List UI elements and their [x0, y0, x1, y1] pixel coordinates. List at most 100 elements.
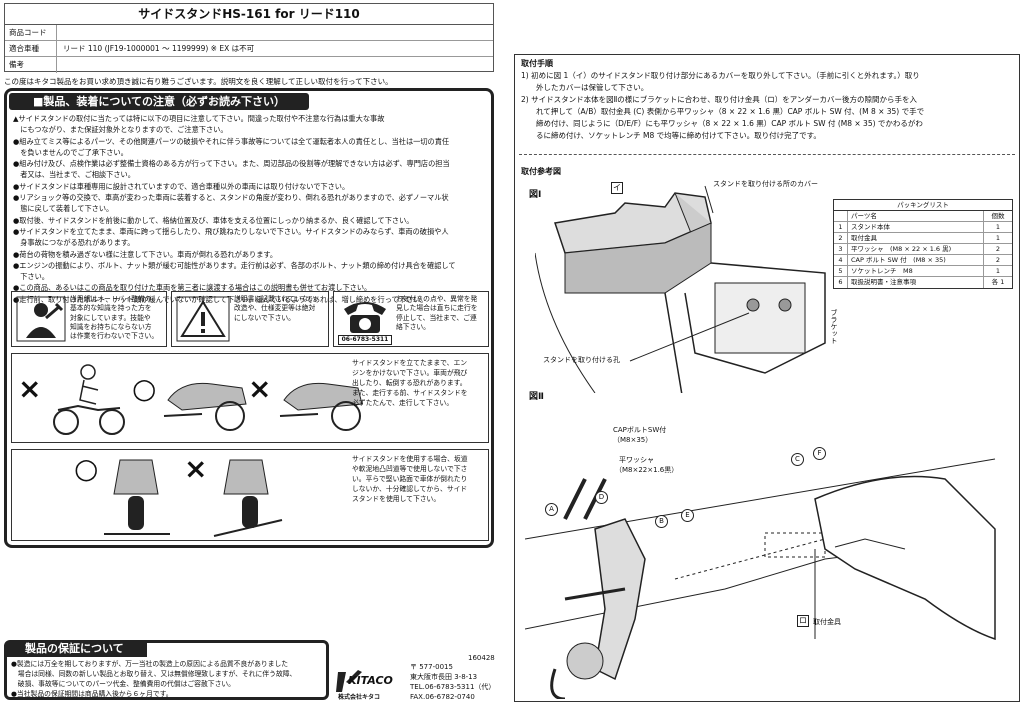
header-row-model: 適合車種 リード 110 (JF19-1000001 ～ 1199999) ※ …: [5, 41, 493, 57]
warning-line: い。平らで堅い路面で車体が倒れたり: [352, 475, 468, 483]
packing-list: パッキングリスト パーツ名 個数 1 スタンド本体 1 2 取付金具 1 3 平…: [833, 199, 1013, 289]
caution-line: にもつながり、また保証対象外となりますので、ご注意下さい。: [13, 125, 228, 135]
label-d: D: [595, 491, 608, 504]
notice-line: お気付きの点や、異常を発: [396, 295, 478, 303]
caution-line: ●走行前、取り付けたボルト、ナット類が緩んでいないか確認して下さい。緩んでいるよ…: [13, 294, 428, 304]
kitaco-logo-icon: [336, 670, 362, 692]
scooter-illustration: [279, 382, 363, 431]
header-key: 商品コード: [5, 25, 57, 40]
bolt-label: CAPボルトSW付: [613, 426, 667, 434]
packing-title: パッキングリスト: [834, 200, 1012, 211]
warranty-heading: 製品の保証について: [7, 641, 147, 657]
packing-row: 3 平ワッシャ (M8 × 22 × 1.6 黒) 2: [834, 244, 1012, 255]
mechanic-icon: [16, 296, 66, 342]
ng-mark: ×: [184, 452, 208, 485]
label-i-box: イ: [611, 182, 623, 194]
kitaco-logo: KITACO 株式会社キタコ: [336, 666, 406, 702]
notice-line: 停止して、当社まで、ご連: [396, 313, 477, 322]
caution-line: ●エンジンの振動により、ボルト、ナット類が緩む可能性があります。走行前は必ず、各…: [13, 260, 456, 270]
header-key: 適合車種: [5, 41, 57, 56]
warranty-line: 破損、事故等についてのパーツ代金、整備費用の代償はご容赦下さい。: [11, 680, 235, 688]
washer-size: （M8×22×1.6黒）: [615, 466, 679, 474]
caution-line: 者又は、当社まで、ご相談下さい。: [13, 170, 135, 180]
caution-line: ●この商品、あるいはこの商品を取り付けた車両を第三者に譲渡する場合はこの説明書も…: [13, 283, 372, 293]
mechanic-notice-box: 当用紙はオートバイ整備の 基本的な知識を持った方を 対象にしています。技能や 知…: [11, 291, 167, 347]
procedure-title: 取付手順: [521, 59, 553, 68]
caution-line: ●サイドスタンドは車種専用に設計されていますので、適合車種以外の車両には取り付け…: [13, 181, 350, 191]
caution-list: ▲サイドスタンドの取付に当たっては特に以下の項目に注意して下さい。間違った取付や…: [13, 113, 491, 305]
packing-header-name: パーツ名: [848, 211, 984, 221]
label-b: B: [655, 515, 668, 528]
caution-line: ●サイドスタンドを立てたまま、車両に跨って揺らしたり、飛び跳ねたりしないで下さい…: [13, 226, 449, 236]
packing-header-row: パーツ名 個数: [834, 211, 1012, 222]
scooter-illustration: [163, 382, 247, 431]
warning-line: スタンドを使用して下さい。: [352, 495, 441, 503]
figure-2-drawing: [525, 458, 996, 699]
header-value: [57, 57, 493, 73]
notice-line: 対象にしています。技能や: [70, 313, 151, 322]
caution-line: ●荷台の荷物を積み過ぎない様に注意して下さい。車両が倒れる恐れがあります。: [13, 249, 278, 259]
packing-row: 4 CAP ボルト SW 付 (M8 × 35) 2: [834, 255, 1012, 266]
product-title: サイドスタンドHS-161 for リード110: [5, 4, 493, 25]
warning-line: しないか、十分確認してから、サイド: [352, 485, 468, 493]
label-c: C: [791, 453, 804, 466]
warning-line: サイドスタンドを使用する場合、坂道: [352, 455, 468, 463]
caution-line: 身事故につながる恐れがあります。: [13, 238, 135, 248]
ok-mark: ○: [74, 452, 99, 485]
scooter-rear-slope-illustration: [213, 459, 283, 537]
caution-line: ▲サイドスタンドの取付に当たっては特に以下の項目に注意して下さい。間違った取付や…: [13, 114, 385, 123]
reference-title: 取付参考図: [521, 167, 561, 176]
warranty-line: ●当社製品の保証期間は商品購入後から６ヶ月です。: [11, 690, 173, 698]
procedure-line: 締め付け、同じように（D/E/F）にも平ワッシャ（8 × 22 × 1.6 黒）…: [521, 119, 923, 128]
company-name: 株式会社キタコ: [338, 694, 381, 701]
warning-line: サイドスタンドを立てたままで、エン: [352, 359, 468, 367]
ng-mark: ×: [18, 372, 42, 405]
caution-line: ●取付後、サイドスタンドを前後に動かして、格納位置及び、車体を支える位置にしっか…: [13, 215, 414, 225]
warning-line: また、走行する前、サイドスタンドを: [352, 389, 468, 397]
rider-scooter-illustration: [53, 364, 125, 435]
figure-2-label: 図Ⅱ: [529, 392, 544, 402]
phone-number: 06-6783-5311: [338, 335, 392, 345]
procedure-steps: 1) 初めに図 1（イ）のサイドスタンド取り付け部分にあるカバーを取り外して下さ…: [521, 70, 924, 142]
label-a: A: [545, 503, 558, 516]
header-value: リード 110 (JF19-1000001 ～ 1199999) ※ EX は不…: [63, 44, 255, 53]
notice-line: 当用紙はオートバイ整備の: [70, 295, 152, 303]
thanks-message: この度はキタコ製品をお買い求め頂き誠に有り難うございます。説明文を良く理解して正…: [4, 77, 393, 86]
fax: FAX.06-6782-0740: [410, 693, 475, 701]
warranty-line: 場合は同様、同数の新しい製品とお取り替え、又は無償修理致しますが、それに伴う故障…: [11, 670, 297, 678]
packing-row: 1 スタンド本体 1: [834, 222, 1012, 233]
bolt-size: （M8×35）: [613, 436, 653, 444]
contact-notice-box: 06-6783-5311 お気付きの点や、異常を発 見した場合は直ちに走行を 停…: [333, 291, 489, 347]
postal-code: 〒 577-0015: [410, 663, 453, 671]
caution-section: ■製品、装着についての注意（必ずお読み下さい） ▲サイドスタンドの取付に当たって…: [4, 88, 494, 548]
caution-line: を負いませんのでご了承下さい。: [13, 147, 128, 157]
notice-line: 知識をお持ちにならない方: [70, 322, 152, 331]
no-modification-box: 説明書に記載されていない 改造や、仕様変更等は絶対 にしないで下さい。: [171, 291, 329, 347]
figure-1-label: 図Ⅰ: [529, 190, 542, 200]
label-e: E: [681, 509, 694, 522]
notice-line: 改造や、仕様変更等は絶対: [234, 304, 316, 313]
washer-label: 平ワッシャ: [619, 456, 654, 464]
warning-line: や軟泥地凸凹道等で使用しないで下さ: [352, 465, 468, 473]
caution-heading: ■製品、装着についての注意（必ずお読み下さい）: [9, 93, 309, 110]
divider: [519, 154, 1015, 155]
label-f: F: [813, 447, 826, 460]
header-key: 備考: [5, 57, 57, 73]
label-ro-box: ロ: [797, 615, 809, 627]
header-value: [57, 25, 493, 40]
engine-start-warning-box: × ○ × サイドスタンドを立てたままで、エン ジンをかけないで下さい。車両が飛…: [11, 353, 489, 443]
notice-line: 絡下さい。: [396, 322, 430, 331]
packing-header-qty: 個数: [991, 212, 1005, 220]
fitting-label: 取付金具: [813, 618, 841, 626]
warning-triangle-icon: [176, 296, 230, 342]
packing-row: 6 取扱説明書・注意事項 各 1: [834, 277, 1012, 288]
warranty-section: 製品の保証について ●製造には万全を期しておりますが、万一当社の製造上の原因によ…: [4, 640, 329, 700]
caution-line: ●リアショック等の交換で、車高が変わった車両に装着すると、スタンドの角度が変わり…: [13, 193, 449, 203]
packing-row: 2 取付金具 1: [834, 233, 1012, 244]
caution-line: ●組み立てミス等によるパーツ、その他関連パーツの破損やそれに伴う事故等については…: [13, 136, 450, 146]
warning-line: ジンをかけないで下さい。車両が飛び: [352, 369, 468, 377]
figure-1-drawing: [535, 185, 826, 393]
notice-line: 基本的な知識を持った方を: [70, 304, 152, 313]
header-row-code: 商品コード: [5, 25, 493, 41]
caution-line: 態に戻して装着して下さい。: [13, 204, 114, 214]
